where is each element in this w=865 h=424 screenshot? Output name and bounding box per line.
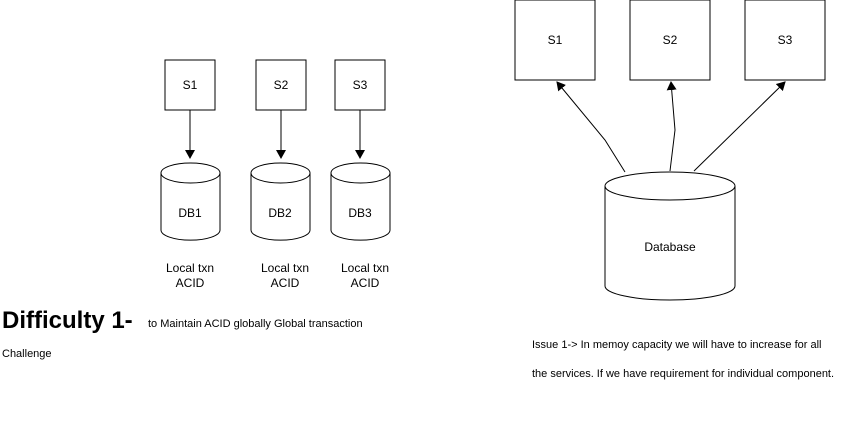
- left-service-s2[interactable]: S2: [255, 59, 307, 111]
- right-service-s2[interactable]: S2: [629, 0, 711, 81]
- left-service-s1-label: S1: [183, 78, 198, 92]
- right-service-s1-label: S1: [548, 33, 563, 47]
- difficulty-subtitle: to Maintain ACID globally Global transac…: [148, 318, 363, 330]
- svg-text:Local txn: Local txn: [261, 261, 309, 275]
- left-service-s1[interactable]: S1: [164, 59, 216, 111]
- issue-line-1: Issue 1-> In memoy capacity we will have…: [532, 339, 822, 351]
- svg-text:ACID: ACID: [176, 276, 205, 290]
- right-service-s3-label: S3: [778, 33, 793, 47]
- right-arrow-db-s2: [666, 81, 677, 172]
- right-arrow-db-s1: [556, 81, 626, 173]
- difficulty-title: Difficulty 1-: [2, 307, 133, 334]
- svg-text:ACID: ACID: [271, 276, 300, 290]
- left-database-db2-label: DB2: [268, 206, 292, 220]
- right-service-s2-label: S2: [663, 33, 678, 47]
- issue-line-2: the services. If we have requirement for…: [532, 368, 835, 380]
- svg-text:ACID: ACID: [351, 276, 380, 290]
- right-database[interactable]: Database: [604, 171, 736, 301]
- txn-label-1: Local txn ACID: [166, 261, 214, 290]
- svg-text:Local txn: Local txn: [166, 261, 214, 275]
- svg-text:Local txn: Local txn: [341, 261, 389, 275]
- right-service-s3[interactable]: S3: [744, 0, 826, 81]
- txn-label-3: Local txn ACID: [341, 261, 389, 290]
- left-database-db1[interactable]: DB1: [160, 162, 221, 241]
- left-database-db3-label: DB3: [348, 206, 372, 220]
- left-service-s3-label: S3: [353, 78, 368, 92]
- left-database-db1-label: DB1: [178, 206, 202, 220]
- left-database-db2[interactable]: DB2: [250, 162, 311, 241]
- txn-label-2: Local txn ACID: [261, 261, 309, 290]
- left-service-s3[interactable]: S3: [334, 59, 386, 111]
- left-service-s2-label: S2: [274, 78, 289, 92]
- difficulty-continuation: Challenge: [2, 348, 52, 360]
- right-database-label: Database: [644, 240, 696, 254]
- left-database-db3[interactable]: DB3: [330, 162, 391, 241]
- right-service-s1[interactable]: S1: [514, 0, 596, 81]
- right-arrow-db-s3: [693, 81, 786, 172]
